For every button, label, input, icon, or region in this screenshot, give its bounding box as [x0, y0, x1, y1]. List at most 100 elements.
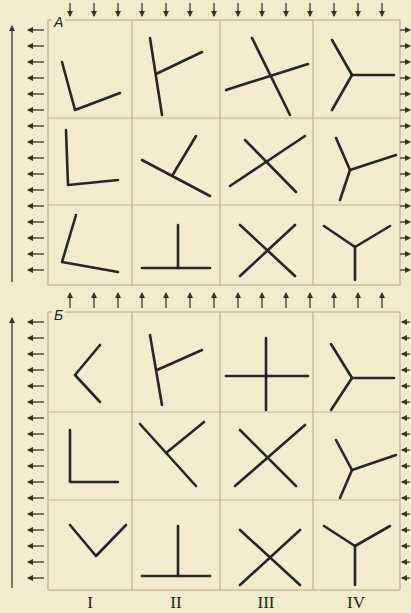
- force-arrow: [402, 561, 410, 562]
- force-arrow: [400, 109, 410, 110]
- force-arrow: [28, 321, 44, 322]
- force-arrow: [28, 417, 44, 418]
- pressure-arrows: [12, 3, 410, 588]
- force-arrow: [117, 3, 118, 16]
- force-arrow: [309, 293, 310, 308]
- force-arrow: [28, 173, 44, 174]
- force-arrow: [141, 293, 142, 308]
- force-arrow: [69, 293, 70, 308]
- force-arrow: [400, 45, 410, 46]
- force-arrow: [28, 401, 44, 402]
- force-arrow: [402, 353, 410, 354]
- force-arrow: [400, 93, 410, 94]
- force-arrow: [28, 237, 44, 238]
- force-arrow: [402, 417, 410, 418]
- force-arrow: [28, 353, 44, 354]
- grid: [48, 20, 400, 590]
- force-arrow: [213, 293, 214, 308]
- force-arrow: [400, 221, 410, 222]
- force-arrow: [400, 237, 410, 238]
- column-numeral: II: [168, 594, 183, 611]
- force-arrow: [28, 433, 44, 434]
- force-arrow: [400, 189, 410, 190]
- force-arrow: [237, 293, 238, 308]
- force-arrow: [28, 481, 44, 482]
- force-arrow: [28, 141, 44, 142]
- junction-shapes: [62, 38, 396, 585]
- force-arrow: [285, 293, 286, 308]
- force-arrow: [400, 205, 410, 206]
- force-arrow: [28, 269, 44, 270]
- panel-letter: А: [52, 15, 65, 29]
- force-arrow: [28, 109, 44, 110]
- force-arrow: [189, 293, 190, 308]
- force-arrow: [402, 497, 410, 498]
- force-arrow: [28, 385, 44, 386]
- force-arrow: [28, 221, 44, 222]
- force-arrow: [28, 125, 44, 126]
- force-arrow: [189, 3, 190, 16]
- force-arrow: [93, 293, 94, 308]
- force-arrow: [93, 3, 94, 16]
- force-arrow: [28, 29, 44, 30]
- panel-letter: Б: [52, 308, 65, 322]
- force-arrow: [28, 529, 44, 530]
- force-arrow: [141, 3, 142, 16]
- force-arrow: [28, 157, 44, 158]
- force-arrow: [28, 61, 44, 62]
- force-arrow: [402, 401, 410, 402]
- force-arrow: [117, 293, 118, 308]
- force-arrow: [261, 3, 262, 16]
- force-arrow: [357, 3, 358, 16]
- force-arrow: [402, 449, 410, 450]
- force-arrow: [28, 545, 44, 546]
- force-arrow: [400, 141, 410, 142]
- force-arrow: [28, 77, 44, 78]
- column-numeral: I: [85, 594, 95, 611]
- force-arrow: [400, 157, 410, 158]
- force-arrow: [402, 577, 410, 578]
- force-arrow: [333, 293, 334, 308]
- force-arrow: [165, 293, 166, 308]
- force-arrow: [28, 45, 44, 46]
- force-arrow: [402, 513, 410, 514]
- force-arrow: [28, 369, 44, 370]
- force-arrow: [381, 3, 382, 16]
- force-arrow: [333, 3, 334, 16]
- force-arrow: [402, 465, 410, 466]
- force-arrow: [285, 3, 286, 16]
- force-arrow: [28, 189, 44, 190]
- force-arrow: [400, 29, 410, 30]
- force-arrow: [261, 293, 262, 308]
- force-arrow: [28, 465, 44, 466]
- force-arrow: [402, 385, 410, 386]
- force-arrow: [400, 125, 410, 126]
- force-arrow: [28, 449, 44, 450]
- force-arrow: [400, 253, 410, 254]
- force-arrow: [28, 513, 44, 514]
- column-numeral: III: [256, 594, 277, 611]
- force-arrow: [400, 77, 410, 78]
- force-arrow: [28, 337, 44, 338]
- force-arrow: [402, 481, 410, 482]
- force-arrow: [237, 3, 238, 16]
- force-arrow: [402, 337, 410, 338]
- force-arrow: [28, 561, 44, 562]
- force-arrow: [400, 173, 410, 174]
- force-arrow: [381, 293, 382, 308]
- force-arrow: [402, 545, 410, 546]
- force-arrow: [28, 205, 44, 206]
- force-arrow: [28, 253, 44, 254]
- force-arrow: [402, 321, 410, 322]
- force-arrow: [165, 3, 166, 16]
- force-arrow: [28, 577, 44, 578]
- force-arrow: [400, 269, 410, 270]
- column-numeral: IV: [345, 594, 367, 611]
- force-arrow: [28, 93, 44, 94]
- force-arrow: [69, 3, 70, 16]
- force-arrow: [28, 497, 44, 498]
- force-arrow: [357, 293, 358, 308]
- force-arrow: [402, 529, 410, 530]
